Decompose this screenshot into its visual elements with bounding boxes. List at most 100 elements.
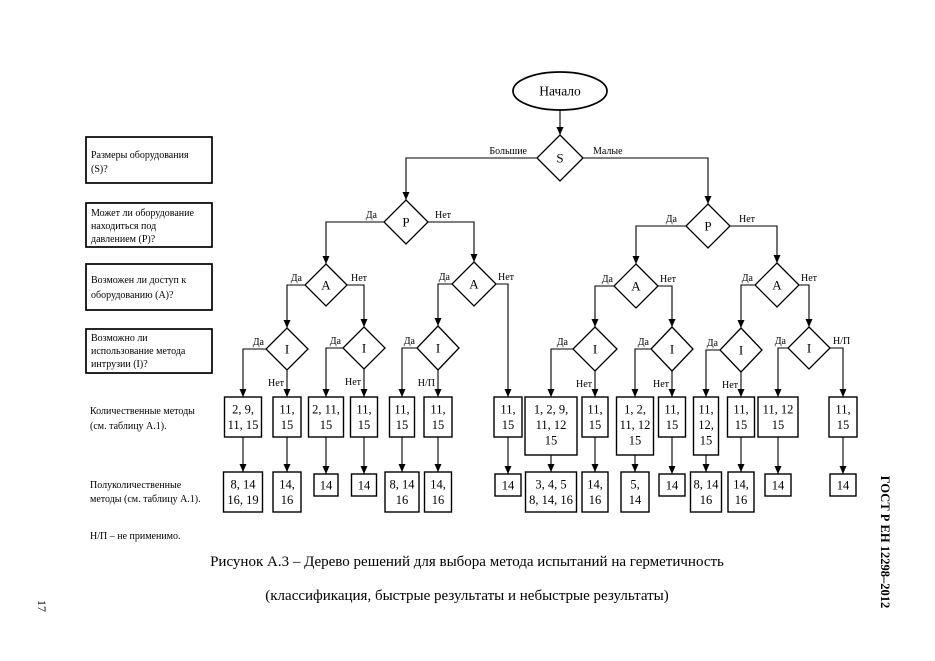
start-node: Начало: [512, 71, 608, 111]
quantitative-method-box-text: 2, 9,11, 15: [228, 403, 259, 433]
method-number-line: 15: [629, 434, 642, 448]
method-number-line: 11,: [500, 403, 515, 417]
method-number-line: 11,: [664, 403, 679, 417]
method-number-line: 11,: [356, 403, 371, 417]
method-number-line: 3, 4, 5: [535, 478, 566, 492]
connector-arrow: [347, 284, 368, 327]
quantitative-method-box: 11,15: [581, 396, 609, 438]
connector-arrow: [428, 221, 478, 262]
question-line: находиться под: [91, 221, 156, 232]
method-number-line: 1, 2, 9,: [534, 403, 568, 417]
method-number-line: 15: [837, 418, 850, 432]
semi-quantitative-method-box: 14,16: [423, 471, 453, 513]
semi-quantitative-method-box-text: 14,16: [733, 478, 749, 508]
decision-diamond: [613, 263, 659, 309]
quantitative-method-box-frame: [493, 396, 523, 438]
semi-quantitative-method-box-frame: [384, 471, 420, 513]
connector-arrow: [730, 225, 781, 263]
quantitative-method-box-frame: [657, 396, 687, 438]
semi-quantitative-method-box-frame: [727, 471, 755, 513]
decision-symbol: I: [670, 342, 674, 357]
row-label-line: (см. таблицу А.1).: [90, 421, 167, 432]
connector-arrow: [737, 284, 755, 328]
quantitative-method-box-frame: [726, 396, 756, 438]
quantitative-method-box-text: 11,12,15: [698, 403, 714, 448]
method-number-line: 14,: [733, 478, 749, 492]
quantitative-method-box-text: 11,15: [356, 403, 371, 433]
branch-label: Нет: [498, 272, 515, 283]
row-label-line: Количественные методы: [90, 406, 195, 417]
semi-quantitative-method-box: 14: [313, 473, 339, 497]
decision-diamond: [265, 327, 309, 371]
decision-symbol: A: [321, 278, 331, 293]
quantitative-method-box: 11,15: [657, 396, 687, 438]
semi-quantitative-method-box-text: 14,16: [587, 478, 603, 508]
method-number-line: 15: [396, 418, 409, 432]
quantitative-method-box-frame: [349, 396, 379, 438]
branch-label: Нет: [351, 273, 368, 284]
method-number-line: 14: [502, 479, 515, 493]
branch-label: Да: [666, 214, 678, 225]
method-number-line: 16: [735, 493, 748, 507]
quantitative-method-box-frame: [581, 396, 609, 438]
quantitative-method-box-frame: [307, 396, 345, 438]
decision-symbol: I: [807, 341, 811, 356]
decision-node-a: A Да Нет: [291, 263, 368, 307]
semi-quantitative-method-box-text: 14: [358, 479, 371, 493]
quantitative-method-box-text: 11,15: [664, 403, 679, 433]
semi-quantitative-method-box-frame: [350, 473, 378, 497]
method-number-line: 16: [281, 493, 294, 507]
connector-arrow: [322, 347, 343, 397]
question-box-access: Возможен ли доступ к оборудованию (A)?: [85, 263, 213, 311]
semi-quantitative-method-box: 5,14: [620, 471, 650, 513]
branch-label: Нет: [345, 377, 362, 388]
method-number-line: 16: [396, 493, 409, 507]
question-box-frame: [85, 202, 213, 248]
decision-symbol: A: [631, 279, 641, 294]
semi-quantitative-method-box: 14: [764, 473, 792, 497]
connector-arrow: [702, 349, 720, 397]
method-number-line: 2, 11,: [312, 403, 340, 417]
connector-arrow: [583, 157, 712, 204]
method-number-line: 8, 14: [694, 478, 720, 492]
method-number-line: 11,: [733, 403, 748, 417]
connector-arrow: [632, 225, 686, 264]
question-text: Размеры оборудования (S)?: [91, 150, 191, 175]
quantitative-method-box-frame: [272, 396, 302, 438]
branch-label: Да: [439, 272, 451, 283]
branch-label: Да: [291, 273, 303, 284]
branch-label: Да: [366, 210, 378, 221]
decision-symbol: I: [362, 341, 366, 356]
branch-label: Да: [638, 337, 650, 348]
semi-quantitative-method-box-frame: [658, 473, 686, 497]
quantitative-method-box-text: 11,15: [279, 403, 294, 433]
branch-label: Да: [557, 337, 569, 348]
branch-label: Да: [742, 273, 754, 284]
method-number-line: 12,: [698, 418, 714, 432]
connector-arrow: [496, 283, 512, 397]
quantitative-method-box: 11,15: [493, 396, 523, 438]
quantitative-method-box-text: 11,15: [835, 403, 850, 433]
connector-arrow: [591, 285, 614, 327]
quantitative-method-box-text: 11,15: [587, 403, 602, 433]
semi-quantitative-method-box-text: 14,16: [279, 478, 295, 508]
method-number-line: 15: [432, 418, 445, 432]
method-number-line: 2, 9,: [232, 403, 254, 417]
decision-symbol: I: [436, 341, 440, 356]
quantitative-method-box: 11,15: [388, 396, 416, 438]
method-number-line: 15: [281, 418, 294, 432]
branch-label: Нет: [653, 379, 670, 390]
semi-quantitative-method-box: 14: [350, 473, 378, 497]
connector-arrow: [283, 284, 305, 328]
